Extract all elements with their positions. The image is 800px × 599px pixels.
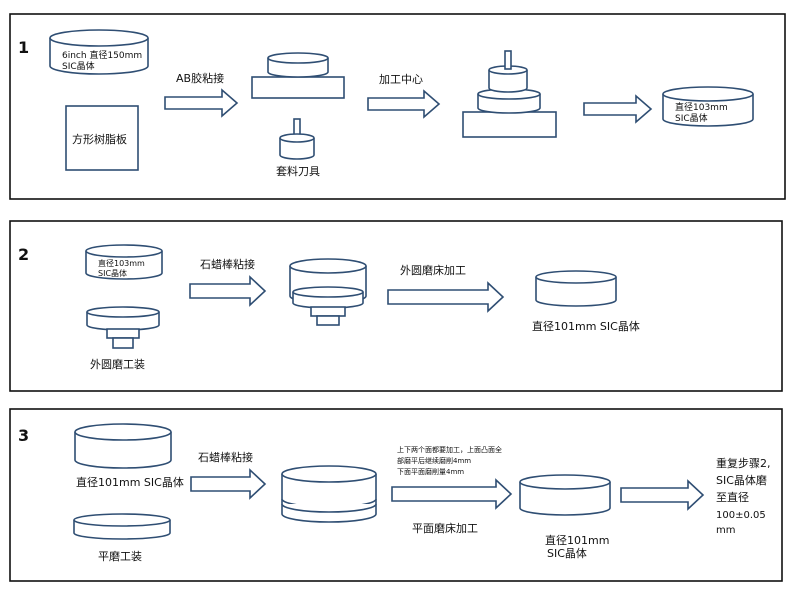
step3-note-line1: 上下两个面都要加工，上面凸面全	[397, 445, 502, 454]
step3-final-line1: 重复步骤2,	[716, 456, 771, 470]
step3-result-line2: SIC晶体	[547, 546, 587, 560]
step2-result-label: 直径101mm SIC晶体	[532, 319, 640, 333]
step1-board-label: 方形树脂板	[72, 132, 127, 146]
step2-wafer-label-line2: SIC晶体	[98, 268, 127, 278]
step3-fixture-label: 平磨工装	[98, 550, 142, 563]
step3-final-line5: mm	[716, 525, 735, 536]
step1-arrow3	[583, 94, 653, 124]
step1-arrow2-label: 加工中心	[379, 73, 423, 86]
step3-arrow1	[190, 468, 267, 500]
step3-glued-stack	[281, 465, 377, 523]
step1-number: 1	[18, 38, 29, 57]
step1-base-plate	[251, 76, 345, 99]
step3-arrow2	[391, 478, 513, 510]
step3-wafer-cylinder	[74, 423, 172, 469]
step2-arrow2-label: 外圆磨床加工	[400, 263, 466, 277]
step2-glued-stack	[289, 258, 367, 326]
step1-wafer-label-line1: 6inch 直径150mm	[62, 49, 142, 61]
step1-arrow1-label: AB胶粘接	[176, 71, 224, 85]
step3-fixture	[73, 513, 171, 540]
step3-note-line2: 部磨平后继续磨削4mm	[397, 456, 471, 465]
step1-wafer-label-line2: SIC晶体	[62, 60, 95, 72]
step1-result-line1: 直径103mm	[675, 101, 728, 113]
step3-final-line2: SIC晶体磨	[716, 473, 767, 487]
step2-fixture-label: 外圆磨工装	[90, 358, 145, 371]
step2-number: 2	[18, 245, 29, 264]
step2-arrow1	[189, 275, 267, 307]
step1-machining-stack	[462, 50, 557, 138]
step3-wafer-label: 直径101mm SIC晶体	[76, 475, 184, 489]
step3-result-cylinder	[519, 474, 611, 516]
step3-arrow1-label: 石蜡棒粘接	[198, 450, 253, 464]
step2-arrow1-label: 石蜡棒粘接	[200, 257, 255, 271]
step3-arrow2-label: 平面磨床加工	[412, 521, 478, 535]
step3-number: 3	[18, 426, 29, 445]
step3-result-line1: 直径101mm	[545, 533, 609, 547]
step1-coring-tool	[279, 118, 315, 160]
step3-note-line3: 下面平面磨削量4mm	[397, 467, 464, 476]
step1-arrow2	[367, 89, 441, 119]
step1-glued-wafer	[267, 52, 329, 78]
step1-resin-board	[65, 105, 139, 171]
step2-arrow2	[387, 281, 505, 313]
step1-tool-label: 套料刀具	[276, 164, 320, 178]
step1-arrow1	[164, 88, 239, 118]
step3-arrow3	[620, 479, 705, 511]
step2-wafer-cylinder	[85, 244, 163, 280]
step2-fixture	[86, 306, 160, 349]
step3-final-line4: 100±0.05	[716, 510, 766, 521]
step2-result-cylinder	[535, 270, 617, 307]
step2-wafer-label-line1: 直径103mm	[98, 258, 145, 268]
step1-result-cylinder	[662, 86, 754, 127]
step1-wafer-cylinder	[49, 29, 149, 75]
step3-final-line3: 至直径	[716, 490, 749, 504]
step1-result-line2: SIC晶体	[675, 112, 708, 124]
